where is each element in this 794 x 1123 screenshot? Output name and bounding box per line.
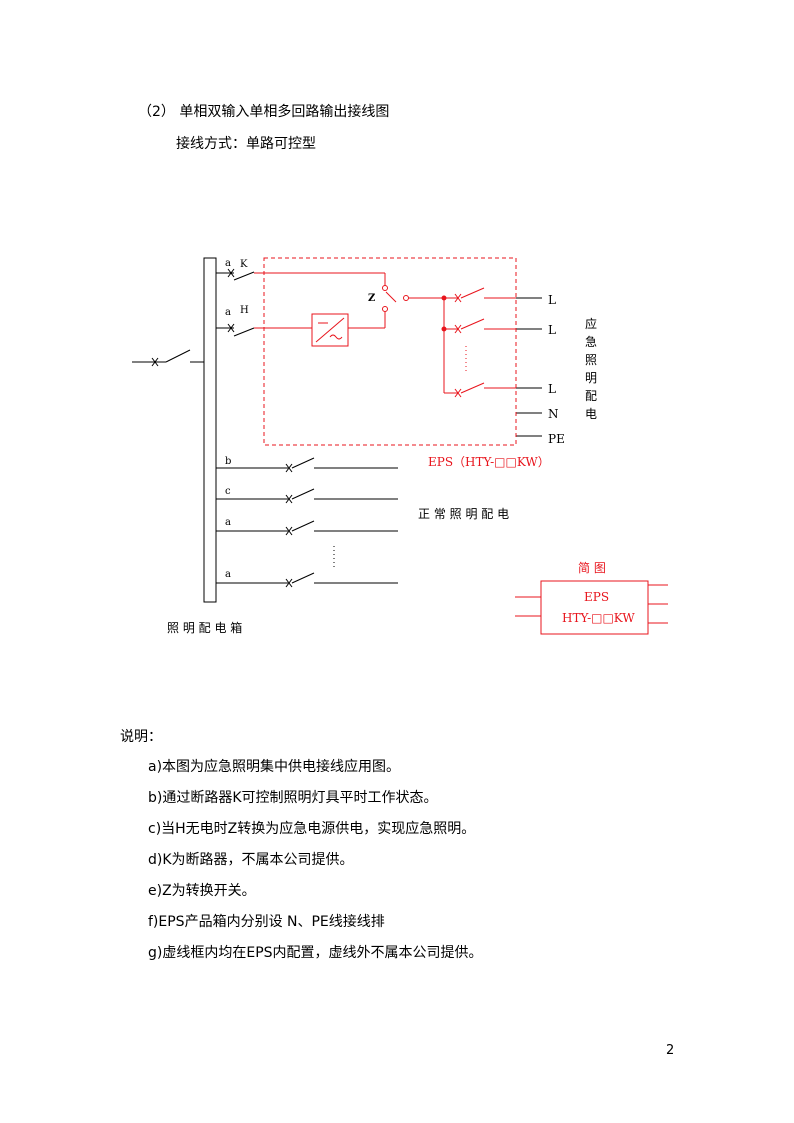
branch-a1: a xyxy=(225,517,231,528)
branch-b: b xyxy=(225,456,231,467)
eps-group xyxy=(254,257,668,635)
note-item: g)虚线框内均在EPS内配置，虚线外不属本公司提供。 xyxy=(148,945,483,961)
label-h: H xyxy=(240,305,249,316)
out-n: N xyxy=(548,407,559,421)
note-item: f)EPS产品箱内分别设 N、PE线接线排 xyxy=(148,914,385,930)
normal-branches xyxy=(216,457,398,588)
label-a-k: a xyxy=(225,258,231,269)
label-k: K xyxy=(240,259,248,270)
out-l1: L xyxy=(548,293,556,307)
em-char-2: 急 xyxy=(585,334,597,349)
out-l3: L xyxy=(548,382,556,396)
em-char-4: 明 xyxy=(585,371,597,385)
simple-eps-box xyxy=(540,580,649,635)
wiring-mode: 接线方式：单路可控型 xyxy=(176,136,316,152)
lighting-box-label: 照 明 配 电 箱 xyxy=(167,620,242,635)
branch-c: c xyxy=(225,486,231,497)
normal-lighting-label: 正 常 照 明 配 电 xyxy=(418,507,509,521)
busbar-group xyxy=(132,257,542,603)
em-char-5: 配 xyxy=(585,389,597,403)
branch-a2: a xyxy=(225,569,231,580)
note-item: b)通过断路器K可控制照明灯具平时工作状态。 xyxy=(148,790,438,806)
note-item: a)本图为应急照明集中供电接线应用图。 xyxy=(148,759,401,775)
eps-dashed-box xyxy=(263,257,517,446)
em-char-6: 电 xyxy=(585,407,597,421)
busbar xyxy=(203,257,217,603)
out-l2: L xyxy=(548,323,556,337)
em-char-3: 照 xyxy=(585,353,597,367)
notes-title: 说明： xyxy=(120,729,162,745)
label-a-h: a xyxy=(225,307,231,318)
simple-title: 简 图 xyxy=(578,561,606,575)
em-char-1: 应 xyxy=(585,316,597,331)
simple-line2: HTY-□□KW xyxy=(562,611,635,625)
simple-line1: EPS xyxy=(584,590,609,604)
note-item: c)当H无电时Z转换为应急电源供电，实现应急照明。 xyxy=(148,821,476,837)
label-z: Z xyxy=(368,293,375,304)
note-item: e)Z为转换开关。 xyxy=(148,883,256,899)
eps-model-label: EPS（HTY-□□KW） xyxy=(428,455,550,469)
page-number: 2 xyxy=(666,1043,675,1058)
note-item: d)K为断路器，不属本公司提供。 xyxy=(148,852,354,868)
section-title: （2） 单相双输入单相多回路输出接线图 xyxy=(138,104,390,120)
out-pe: PE xyxy=(548,432,565,446)
